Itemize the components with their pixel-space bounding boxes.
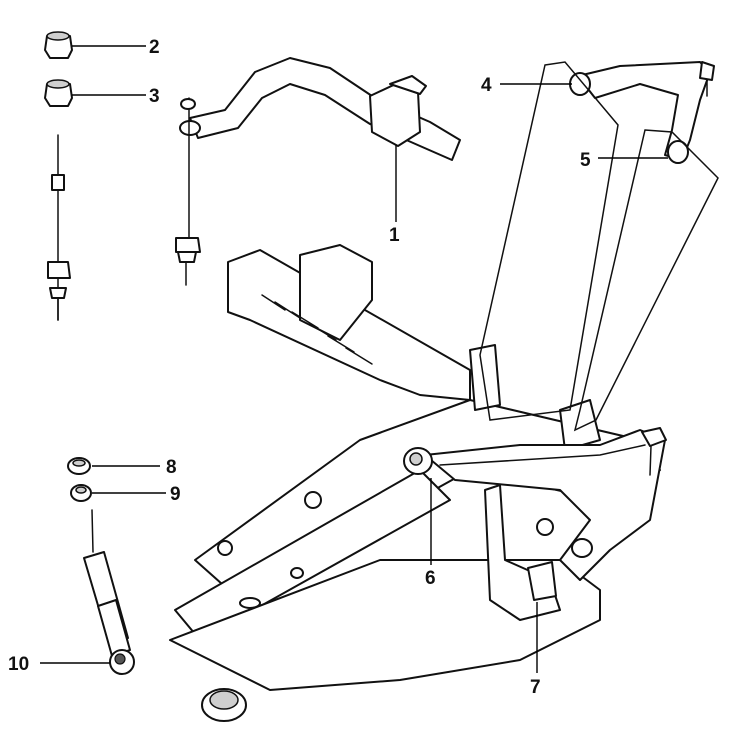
shock-bushing-8 xyxy=(67,457,91,475)
bushing-2 xyxy=(44,31,73,59)
lower-arm-bushing-7 xyxy=(527,561,557,601)
lower-arm-bushing-6 xyxy=(403,447,433,475)
callout-8: 8 xyxy=(166,457,177,478)
callouts: 2 3 1 4 5 6 7 8 9 10 xyxy=(8,37,591,698)
lower-control-arm xyxy=(424,427,667,581)
stabilizer-bar xyxy=(175,57,461,286)
callout-7: 7 xyxy=(530,677,541,698)
alignment-planes xyxy=(479,61,719,432)
bushing-3 xyxy=(44,79,73,107)
stabilizer-link xyxy=(47,134,71,321)
callout-5: 5 xyxy=(580,150,591,171)
leader-lines xyxy=(40,45,668,673)
callout-1: 1 xyxy=(389,225,400,246)
callout-9: 9 xyxy=(170,484,181,505)
shock-absorber xyxy=(83,509,135,675)
shock-bushing-9 xyxy=(70,484,92,502)
callout-6: 6 xyxy=(425,568,436,589)
callout-3: 3 xyxy=(149,86,160,107)
callout-2: 2 xyxy=(149,37,160,58)
callout-4: 4 xyxy=(481,75,492,96)
callout-10: 10 xyxy=(8,654,29,675)
upper-control-arm xyxy=(569,61,715,164)
